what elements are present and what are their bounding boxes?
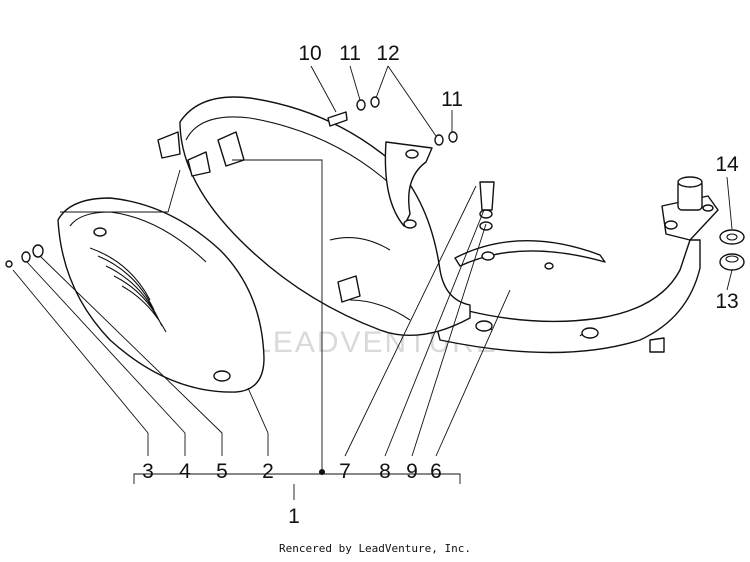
callout-12: 12	[376, 42, 399, 65]
callout-labels: 1 2 3 4 5 6 7 8 9 10 11 12 11 13 14	[142, 42, 739, 528]
reference-dot	[319, 469, 325, 475]
pipe-fasteners	[479, 181, 495, 231]
muffler-bracket	[384, 141, 433, 229]
callout-2: 2	[262, 460, 274, 483]
callout-9: 9	[406, 460, 418, 483]
top-fasteners	[327, 96, 458, 146]
callout-7: 7	[339, 460, 351, 483]
callout-13: 13	[715, 290, 738, 313]
callout-10: 10	[298, 42, 321, 65]
callout-6: 6	[430, 460, 442, 483]
callout-11-left: 11	[339, 42, 361, 65]
callout-11-right: 11	[441, 88, 463, 111]
callout-8: 8	[379, 460, 391, 483]
callout-5: 5	[216, 460, 228, 483]
leader-lines	[12, 65, 733, 500]
callout-1: 1	[288, 505, 300, 528]
callout-4: 4	[179, 460, 191, 483]
muffler-body	[157, 96, 471, 336]
gasket-washers	[719, 229, 745, 271]
heat-shield	[57, 197, 265, 393]
left-fasteners	[5, 244, 44, 268]
callout-14: 14	[715, 153, 739, 176]
callout-3: 3	[142, 460, 154, 483]
footer-credit: Rencered by LeadVenture, Inc.	[278, 542, 472, 555]
exhaust-pipe	[429, 239, 701, 354]
exhaust-flange	[661, 176, 719, 241]
